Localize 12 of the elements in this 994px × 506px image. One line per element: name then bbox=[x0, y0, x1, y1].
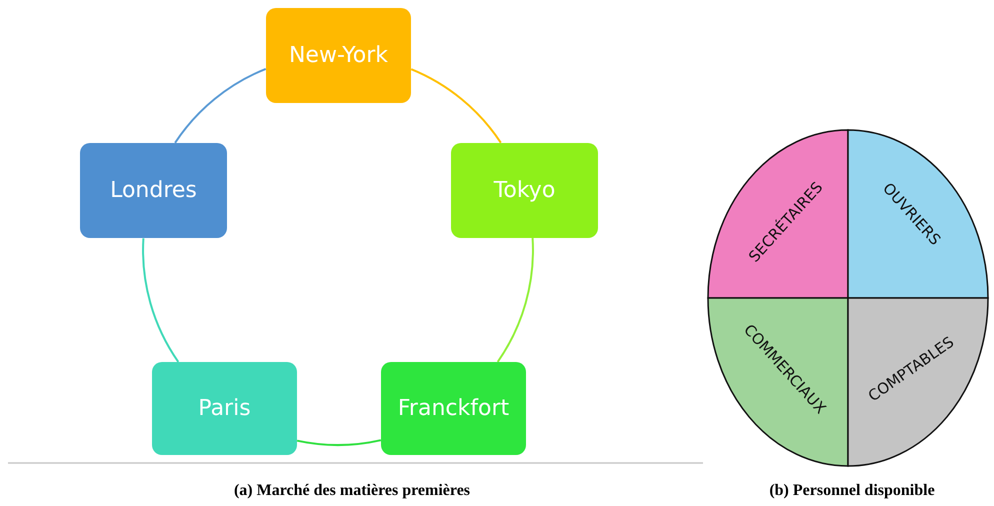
connector-arc bbox=[296, 439, 382, 446]
panel-caption: (b) Personnel disponible bbox=[769, 482, 935, 500]
connector-arc bbox=[142, 238, 180, 362]
connector-arc bbox=[410, 68, 502, 144]
city-box: Tokyo bbox=[451, 143, 598, 238]
city-box: Franckfort bbox=[381, 362, 526, 455]
connector-arc bbox=[174, 68, 266, 144]
panel-caption: (a) Marché des matières premières bbox=[234, 482, 470, 500]
city-box: Londres bbox=[80, 143, 227, 238]
city-box: New-York bbox=[266, 8, 411, 103]
city-box: Paris bbox=[152, 362, 297, 455]
connector-arc bbox=[496, 238, 534, 362]
